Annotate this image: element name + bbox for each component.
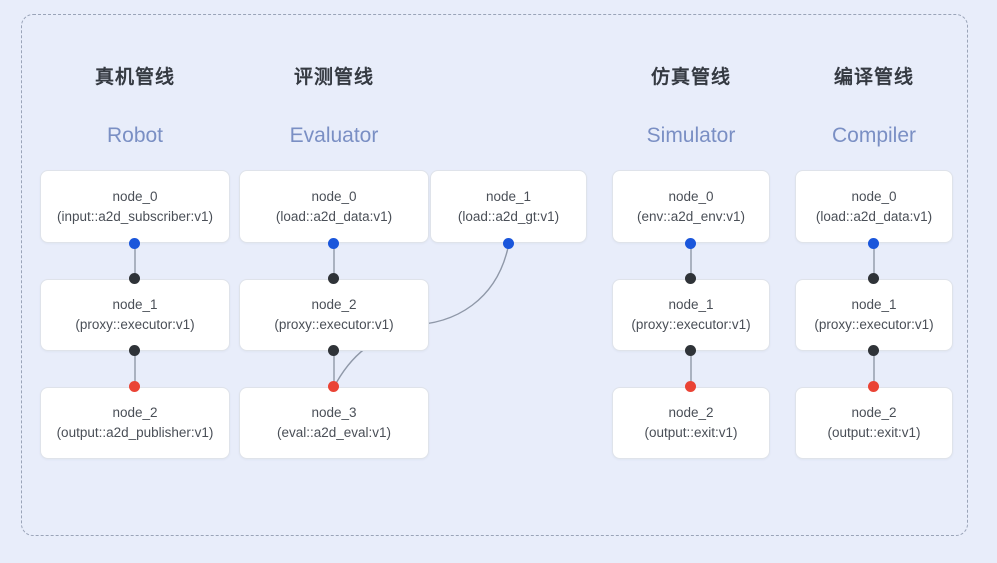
port-input-compiler-2[interactable] xyxy=(868,381,879,392)
node-evaluator-3[interactable]: node_3 (eval::a2d_eval:v1) xyxy=(239,387,429,459)
node-compiler-1[interactable]: node_1 (proxy::executor:v1) xyxy=(795,279,953,351)
column-title-en-simulator: Simulator xyxy=(646,124,736,147)
node-name: node_1 xyxy=(668,297,714,313)
node-evaluator-2[interactable]: node_2 (proxy::executor:v1) xyxy=(239,279,429,351)
port-input-simulator-2[interactable] xyxy=(685,381,696,392)
node-name: node_1 xyxy=(485,188,532,204)
node-simulator-2[interactable]: node_2 (output::exit:v1) xyxy=(612,387,770,459)
port-input-simulator-1[interactable] xyxy=(685,273,696,284)
node-name: node_0 xyxy=(112,188,158,204)
port-input-evaluator-3[interactable] xyxy=(328,381,339,392)
node-simulator-1[interactable]: node_1 (proxy::executor:v1) xyxy=(612,279,770,351)
node-name: node_2 xyxy=(668,405,714,421)
node-compiler-0[interactable]: node_0 (load::a2d_data:v1) xyxy=(795,170,953,243)
node-name: node_0 xyxy=(851,188,897,204)
column-title-cn-simulator: 仿真管线 xyxy=(650,67,731,88)
port-output-compiler-1[interactable] xyxy=(868,345,879,356)
node-spec: (load::a2d_data:v1) xyxy=(815,208,933,224)
node-evaluator-0[interactable]: node_0 (load::a2d_data:v1) xyxy=(239,170,429,243)
node-name: node_2 xyxy=(851,405,897,421)
column-title-en-compiler: Compiler xyxy=(831,124,917,147)
node-spec: (env::a2d_env:v1) xyxy=(636,208,746,224)
port-output-compiler-0[interactable] xyxy=(868,238,879,249)
node-spec: (output::a2d_publisher:v1) xyxy=(56,425,214,440)
node-name: node_2 xyxy=(112,405,158,421)
node-evaluator-gt[interactable]: node_1 (load::a2d_gt:v1) xyxy=(430,170,587,243)
port-input-robot-1[interactable] xyxy=(129,273,140,284)
node-spec: (load::a2d_data:v1) xyxy=(275,208,393,224)
port-output-simulator-1[interactable] xyxy=(685,345,696,356)
port-output-evaluator-2[interactable] xyxy=(328,345,339,356)
port-input-evaluator-2[interactable] xyxy=(328,273,339,284)
node-spec: (proxy::executor:v1) xyxy=(631,317,751,332)
column-title-cn-compiler: 编译管线 xyxy=(833,67,914,88)
node-simulator-0[interactable]: node_0 (env::a2d_env:v1) xyxy=(612,170,770,243)
port-input-robot-2[interactable] xyxy=(129,381,140,392)
node-robot-1[interactable]: node_1 (proxy::executor:v1) xyxy=(40,279,230,351)
port-output-evaluator-gt[interactable] xyxy=(503,238,514,249)
node-spec: (output::exit:v1) xyxy=(827,425,921,440)
port-input-compiler-1[interactable] xyxy=(868,273,879,284)
node-spec: (input::a2d_subscriber:v1) xyxy=(56,208,214,224)
node-name: node_2 xyxy=(311,297,357,313)
node-name: node_1 xyxy=(851,297,897,313)
node-name: node_0 xyxy=(668,188,714,204)
node-robot-0[interactable]: node_0 (input::a2d_subscriber:v1) xyxy=(40,170,230,243)
port-output-simulator-0[interactable] xyxy=(685,238,696,249)
column-title-en-robot: Robot xyxy=(106,124,164,147)
node-spec: (output::exit:v1) xyxy=(644,425,738,440)
column-title-cn-robot: 真机管线 xyxy=(94,67,175,88)
node-spec: (proxy::executor:v1) xyxy=(75,317,195,332)
node-name: node_3 xyxy=(311,405,357,421)
node-spec: (proxy::executor:v1) xyxy=(274,317,394,332)
node-compiler-2[interactable]: node_2 (output::exit:v1) xyxy=(795,387,953,459)
node-name: node_1 xyxy=(112,297,158,313)
node-spec: (load::a2d_gt:v1) xyxy=(457,208,560,224)
port-output-robot-0[interactable] xyxy=(129,238,140,249)
node-name: node_0 xyxy=(311,188,357,204)
port-output-robot-1[interactable] xyxy=(129,345,140,356)
port-output-evaluator-0[interactable] xyxy=(328,238,339,249)
column-title-en-evaluator: Evaluator xyxy=(289,124,379,147)
node-robot-2[interactable]: node_2 (output::a2d_publisher:v1) xyxy=(40,387,230,459)
node-spec: (eval::a2d_eval:v1) xyxy=(276,425,392,440)
column-title-cn-evaluator: 评测管线 xyxy=(293,67,374,88)
node-spec: (proxy::executor:v1) xyxy=(814,317,934,332)
